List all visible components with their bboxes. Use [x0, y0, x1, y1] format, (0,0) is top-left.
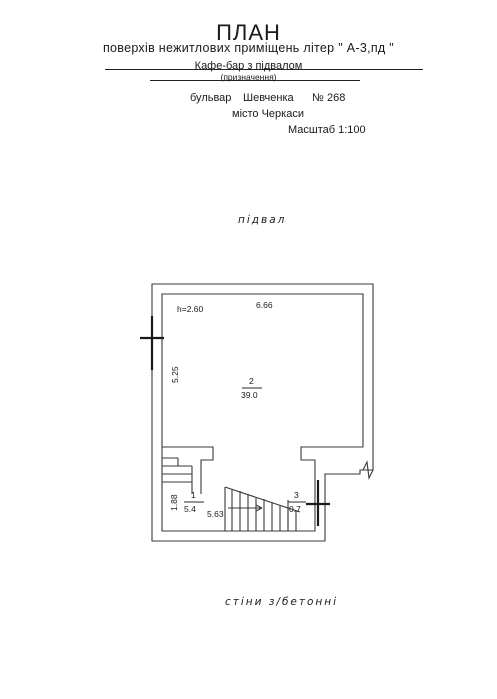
room2-number: 2	[249, 376, 254, 386]
plan-title: ПЛАН	[216, 20, 281, 45]
bottom-width-dimension: 5.63	[207, 509, 224, 519]
section-mark-left	[140, 316, 164, 370]
upper-stairs	[162, 457, 193, 494]
room3-number: 3	[294, 490, 299, 500]
floor-label: підвал	[238, 214, 287, 226]
street-type: бульвар	[190, 92, 232, 104]
room3-area: 0.7	[289, 504, 301, 514]
inner-wall	[161, 293, 364, 532]
building-number: 268	[327, 92, 346, 104]
partition-line	[162, 446, 214, 494]
wall-material-note: стіни з/бетонні	[225, 596, 339, 608]
purpose-underline	[150, 80, 360, 81]
subtitle-underline	[105, 69, 423, 70]
purpose-text: Кафе-бар з підвалом	[194, 60, 303, 72]
left-height-dimension: 5.25	[170, 366, 180, 383]
top-width-dimension: 6.66	[256, 300, 273, 310]
scale-text: Масштаб 1:100	[288, 124, 366, 136]
room2-area: 39.0	[241, 390, 258, 400]
plan-subtitle: поверхів нежитлових приміщень літер " А-…	[102, 41, 395, 55]
right-notch	[362, 460, 374, 480]
room1-number: 1	[191, 490, 196, 500]
room1-area: 5.4	[184, 504, 196, 514]
purpose-note: (призначення)	[220, 72, 277, 82]
height-dimension: h=2.60	[177, 304, 204, 314]
outer-wall	[151, 283, 374, 542]
street-name: Шевченка	[243, 92, 294, 104]
stair-arrow	[228, 504, 263, 512]
section-mark-right	[306, 480, 330, 526]
number-label: №	[312, 92, 324, 104]
room1-height-dimension: 1.88	[169, 494, 179, 511]
city-text: місто Черкаси	[232, 108, 304, 120]
